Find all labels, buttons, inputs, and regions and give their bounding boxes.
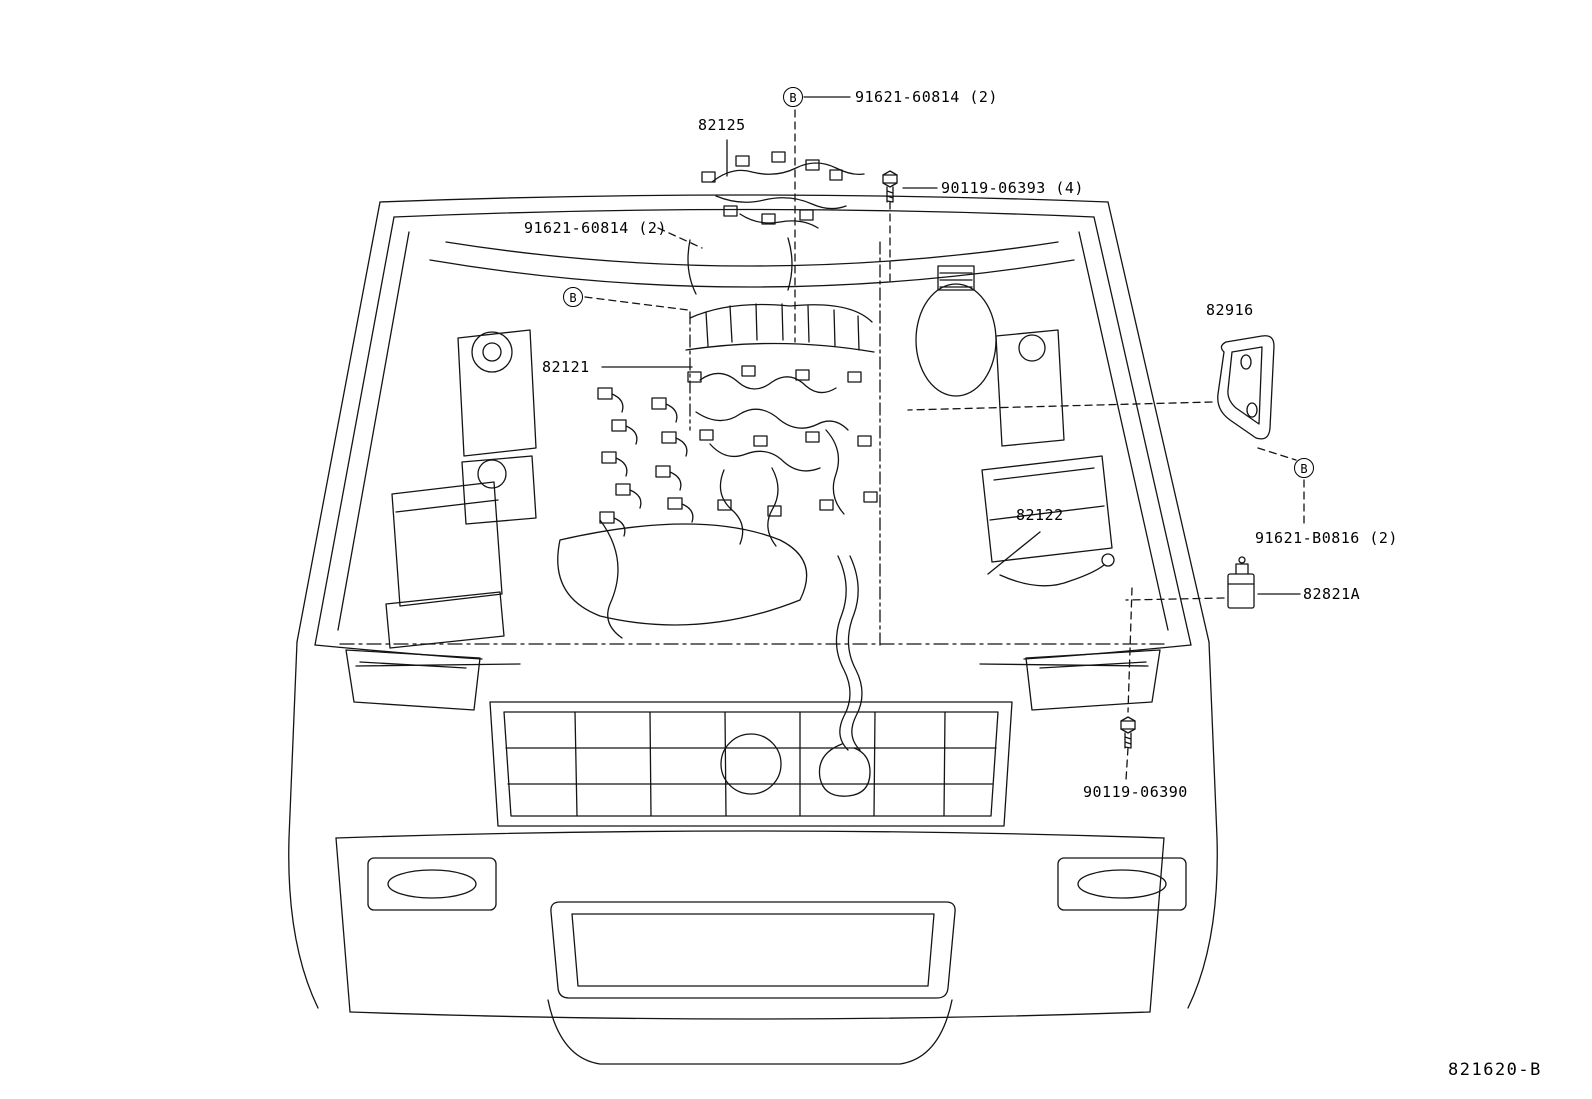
diagram-code: 821620-B xyxy=(1448,1060,1542,1080)
callout-82122: 82122 xyxy=(1016,506,1064,524)
vehicle-body-outline xyxy=(288,194,1218,1009)
engine-components xyxy=(385,265,1115,649)
bolt-icon xyxy=(1120,716,1136,749)
callout-91621-B0816: 91621-B0816 (2) xyxy=(1255,529,1398,547)
bolt-icon xyxy=(882,170,898,203)
callout-82125: 82125 xyxy=(698,116,746,134)
part-icons xyxy=(882,170,1275,749)
callout-82916: 82916 xyxy=(1206,301,1254,319)
wiring-harness xyxy=(599,151,1105,797)
fastener-marker-b-top: B xyxy=(783,87,803,107)
callout-82121: 82121 xyxy=(542,358,590,376)
front-fascia xyxy=(335,649,1187,1065)
fastener-marker-b-left: B xyxy=(563,287,583,307)
grille-emblem xyxy=(720,733,782,795)
fastener-marker-b-right: B xyxy=(1294,458,1314,478)
callout-82821A: 82821A xyxy=(1303,585,1361,603)
relay-82821A xyxy=(1227,556,1255,609)
grommet-plate-82916 xyxy=(1217,335,1275,440)
callout-90119-06393: 90119-06393 (4) xyxy=(941,179,1084,197)
callout-90119-06390: 90119-06390 xyxy=(1083,783,1188,801)
callout-91621-60814-left: 91621-60814 (2) xyxy=(524,219,667,237)
callout-leader-lines xyxy=(584,96,1305,781)
callout-91621-60814-top: 91621-60814 (2) xyxy=(855,88,998,106)
